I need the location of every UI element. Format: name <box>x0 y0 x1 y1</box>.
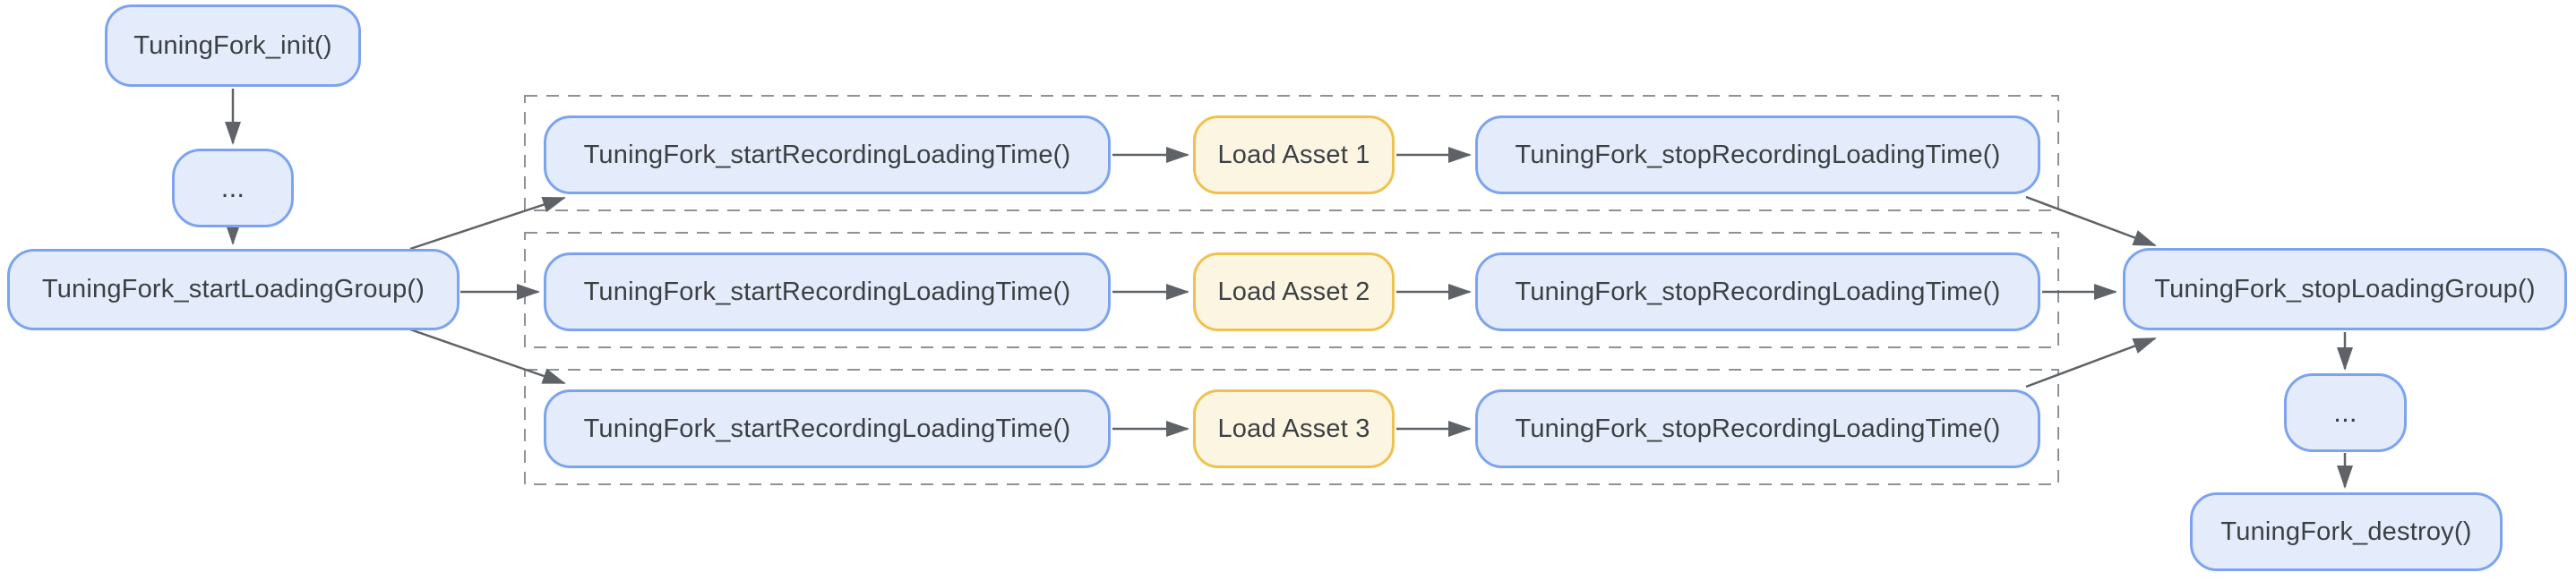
node-start-recording-2: TuningFork_startRecordingLoadingTime() <box>544 252 1111 331</box>
node-load-asset-1: Load Asset 1 <box>1193 115 1395 194</box>
group-load-asset-3 <box>524 369 2059 485</box>
node-stop-loading-group: TuningFork_stopLoadingGroup() <box>2123 248 2567 330</box>
group-load-asset-1 <box>524 95 2059 211</box>
node-stop-recording-2: TuningFork_stopRecordingLoadingTime() <box>1475 252 2040 331</box>
node-ellipsis-bottom: ... <box>2284 373 2407 452</box>
node-tuningfork-destroy: TuningFork_destroy() <box>2190 492 2503 571</box>
node-stop-recording-3: TuningFork_stopRecordingLoadingTime() <box>1475 389 2040 468</box>
node-stop-recording-1: TuningFork_stopRecordingLoadingTime() <box>1475 115 2040 194</box>
edge-start-group-to-row3 <box>409 328 566 385</box>
node-start-loading-group: TuningFork_startLoadingGroup() <box>7 249 459 330</box>
edge-start-group-to-row1 <box>409 196 566 251</box>
node-load-asset-3: Load Asset 3 <box>1193 389 1395 468</box>
node-start-recording-1: TuningFork_startRecordingLoadingTime() <box>544 115 1111 194</box>
edge-row1-to-stop-group <box>2025 195 2157 247</box>
node-start-recording-3: TuningFork_startRecordingLoadingTime() <box>544 389 1111 468</box>
group-load-asset-2 <box>524 232 2059 348</box>
node-tuningfork-init: TuningFork_init() <box>105 4 361 87</box>
node-load-asset-2: Load Asset 2 <box>1193 252 1395 331</box>
edge-row3-to-stop-group <box>2025 337 2157 389</box>
node-ellipsis-top: ... <box>172 149 294 227</box>
